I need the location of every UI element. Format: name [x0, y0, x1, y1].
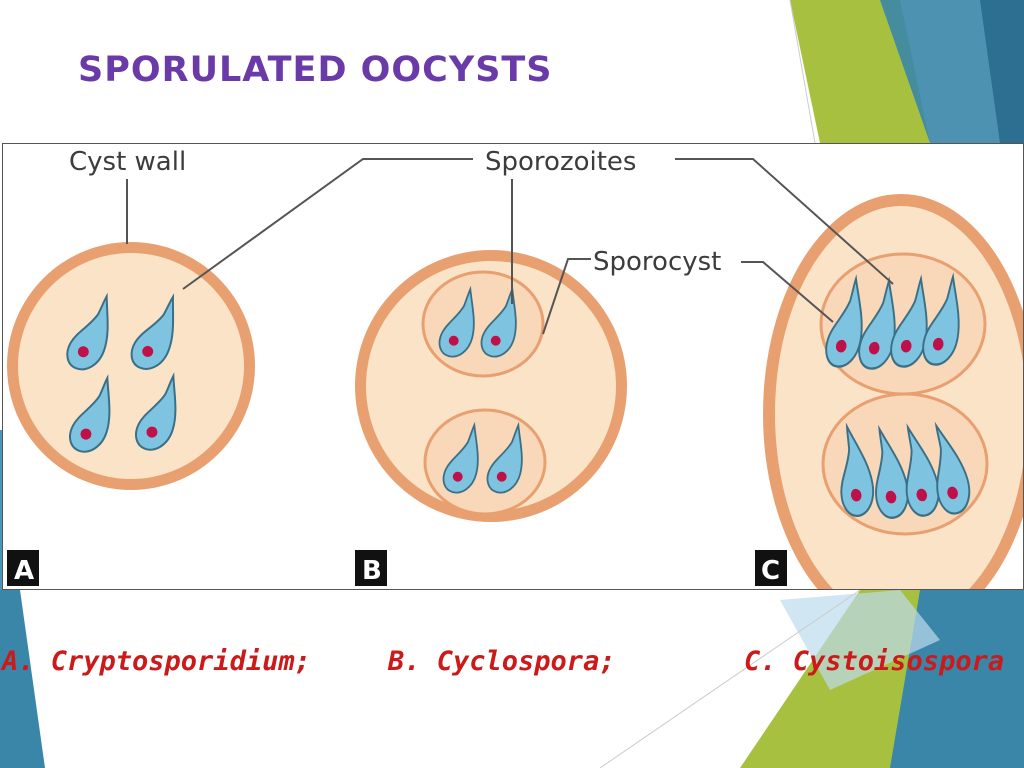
leader-lines	[126, 158, 894, 335]
oocyst-interior-a	[18, 253, 244, 479]
accent-shape-darkblue-top	[980, 0, 1024, 143]
label-cyst-wall: Cyst wall	[69, 147, 186, 177]
caption-cystoisospora: C. Cystoisospora	[744, 646, 1005, 677]
panel-letter-a: A	[14, 556, 34, 586]
accent-shape-lightblue-bottom	[780, 590, 940, 690]
panel-badge-b	[355, 550, 387, 586]
oocyst-b	[355, 250, 627, 522]
caption-cryptosporidium: A. Cryptosporidium;	[2, 646, 311, 677]
panel-letter-c: C	[761, 556, 780, 586]
caption-cyclospora: B. Cyclospora;	[388, 646, 616, 677]
oocyst-c	[763, 194, 1023, 589]
panel-badge-c	[755, 550, 787, 586]
slide-title: SPORULATED OOCYSTS	[78, 50, 553, 90]
sporocyst-b-bottom	[423, 408, 547, 516]
panel-badge-a	[7, 550, 39, 586]
label-sporozoites: Sporozoites	[485, 147, 636, 177]
oocyst-figure: Cyst wall Sporozoites Sporocyst A B C	[2, 143, 1024, 590]
sporocyst-b-top	[421, 270, 545, 378]
accent-shape-blue-left	[0, 590, 45, 768]
panel-letter-b: B	[362, 556, 382, 586]
oocyst-a	[7, 242, 255, 490]
accent-line-top	[789, 0, 816, 144]
accent-line-bottom	[599, 589, 861, 768]
label-sporocyst: Sporocyst	[593, 247, 721, 277]
